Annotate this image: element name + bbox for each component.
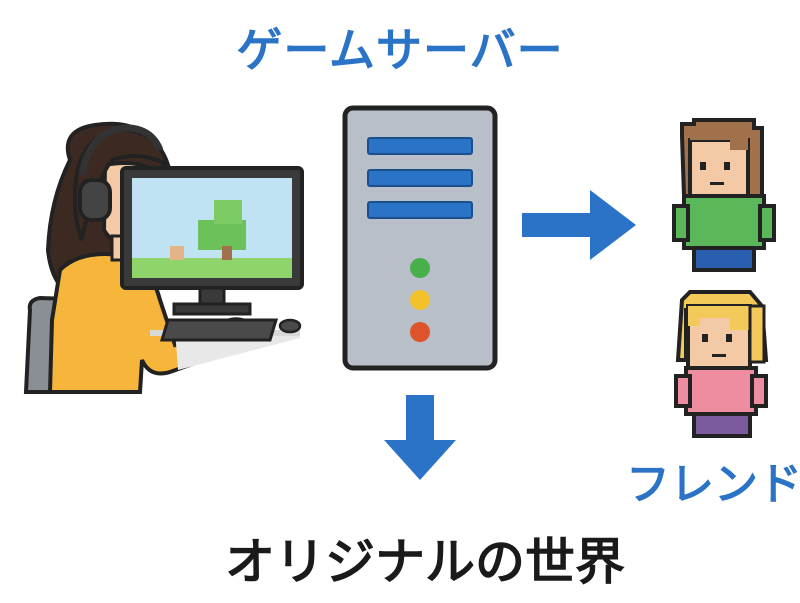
arrow-right-icon bbox=[522, 190, 636, 260]
world-title: オリジナルの世界 bbox=[225, 533, 625, 591]
status-led-yellow bbox=[410, 290, 430, 310]
keyboard-icon bbox=[159, 318, 279, 342]
headphones-icon bbox=[78, 178, 112, 222]
friend-avatar-icon bbox=[674, 290, 769, 438]
friend-avatar-icon bbox=[672, 118, 776, 272]
status-led-green bbox=[410, 258, 430, 278]
player-at-computer-illustration bbox=[23, 121, 304, 394]
status-led-red bbox=[410, 322, 430, 342]
friends-label: フレンド bbox=[626, 459, 800, 510]
arrow-down-icon bbox=[384, 395, 456, 480]
server-icon bbox=[342, 105, 498, 371]
server-title: ゲームサーバー bbox=[236, 23, 564, 77]
